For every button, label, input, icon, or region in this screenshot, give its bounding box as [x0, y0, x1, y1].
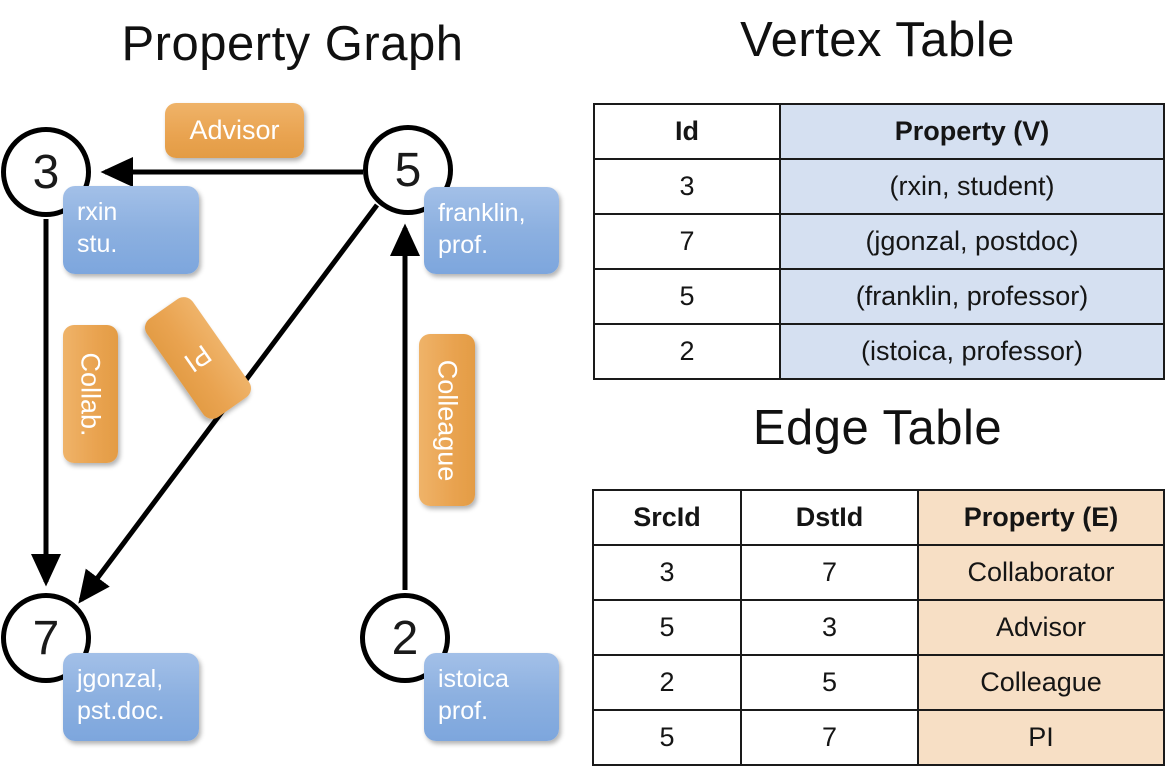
node-property-line2: prof. [438, 231, 489, 259]
table-row: 5 (franklin, professor) [593, 268, 1165, 325]
edge-cell-dstid: 7 [740, 544, 919, 601]
edge-label-advisor: Advisor [165, 103, 304, 158]
edge-cell-property: Colleague [917, 654, 1165, 711]
edge-label-collab: Collab. [63, 325, 118, 463]
page-title-vertex-table: Vertex Table [740, 13, 1015, 67]
property-graph-diagram: 3 5 7 2 rxin stu. franklin, prof. jgonza… [0, 0, 585, 760]
table-row: 5 7 PI [592, 709, 1165, 766]
vertex-table-header-id: Id [593, 103, 781, 160]
node-property-callout-5: franklin, prof. [424, 187, 559, 274]
page-title-edge-table: Edge Table [752, 401, 1003, 455]
edge-label-colleague-text: Colleague [432, 359, 463, 481]
edge-cell-dstid: 3 [740, 599, 919, 656]
table-row: 2 5 Colleague [592, 654, 1165, 711]
edge-label-colleague: Colleague [419, 334, 475, 506]
vertex-cell-id: 5 [593, 268, 781, 325]
vertex-cell-property: (istoica, professor) [779, 323, 1165, 380]
page-title-property-graph: Property Graph [121, 17, 464, 71]
edge-cell-srcid: 5 [592, 709, 742, 766]
node-property-line2: stu. [77, 230, 118, 258]
node-property-line1: istoica [438, 665, 509, 693]
edge-cell-srcid: 2 [592, 654, 742, 711]
vertex-cell-id: 3 [593, 158, 781, 215]
edge-label-collab-text: Collab. [76, 351, 107, 437]
node-property-line1: rxin [77, 198, 118, 226]
edge-cell-dstid: 7 [740, 709, 919, 766]
node-property-callout-2: istoica prof. [424, 653, 559, 741]
table-row: 3 (rxin, student) [593, 158, 1165, 215]
graph-node-5[interactable]: 5 [363, 125, 453, 215]
vertex-table-header-property: Property (V) [779, 103, 1165, 160]
node-property-callout-3: rxin stu. [63, 186, 199, 274]
edge-cell-dstid: 5 [740, 654, 919, 711]
edge-cell-property: Advisor [917, 599, 1165, 656]
node-property-line2: prof. [438, 697, 489, 725]
edge-table: SrcId DstId Property (E) 3 7 Collaborato… [592, 489, 1165, 766]
vertex-cell-id: 7 [593, 213, 781, 270]
vertex-cell-id: 2 [593, 323, 781, 380]
vertex-cell-property: (franklin, professor) [779, 268, 1165, 325]
node-property-callout-7: jgonzal, pst.doc. [63, 653, 199, 741]
vertex-cell-property: (rxin, student) [779, 158, 1165, 215]
node-property-line1: franklin, [438, 199, 526, 227]
edge-label-advisor-text: Advisor [189, 115, 280, 145]
edge-cell-srcid: 5 [592, 599, 742, 656]
table-row: 5 3 Advisor [592, 599, 1165, 656]
graph-node-2[interactable]: 2 [360, 593, 450, 683]
vertex-table-header-row: Id Property (V) [593, 103, 1165, 160]
edge-cell-property: PI [917, 709, 1165, 766]
edge-table-header-row: SrcId DstId Property (E) [592, 489, 1165, 546]
edge-table-header-dstid: DstId [740, 489, 919, 546]
table-row: 7 (jgonzal, postdoc) [593, 213, 1165, 270]
edge-cell-srcid: 3 [592, 544, 742, 601]
edge-label-pi-text: PI [179, 338, 218, 379]
table-row: 3 7 Collaborator [592, 544, 1165, 601]
table-row: 2 (istoica, professor) [593, 323, 1165, 380]
edge-cell-property: Collaborator [917, 544, 1165, 601]
edge-table-header-property: Property (E) [917, 489, 1165, 546]
vertex-cell-property: (jgonzal, postdoc) [779, 213, 1165, 270]
node-property-line1: jgonzal, [77, 665, 164, 693]
edge-table-header-srcid: SrcId [592, 489, 742, 546]
vertex-table: Id Property (V) 3 (rxin, student) 7 (jgo… [593, 103, 1165, 380]
node-property-line2: pst.doc. [77, 697, 165, 725]
